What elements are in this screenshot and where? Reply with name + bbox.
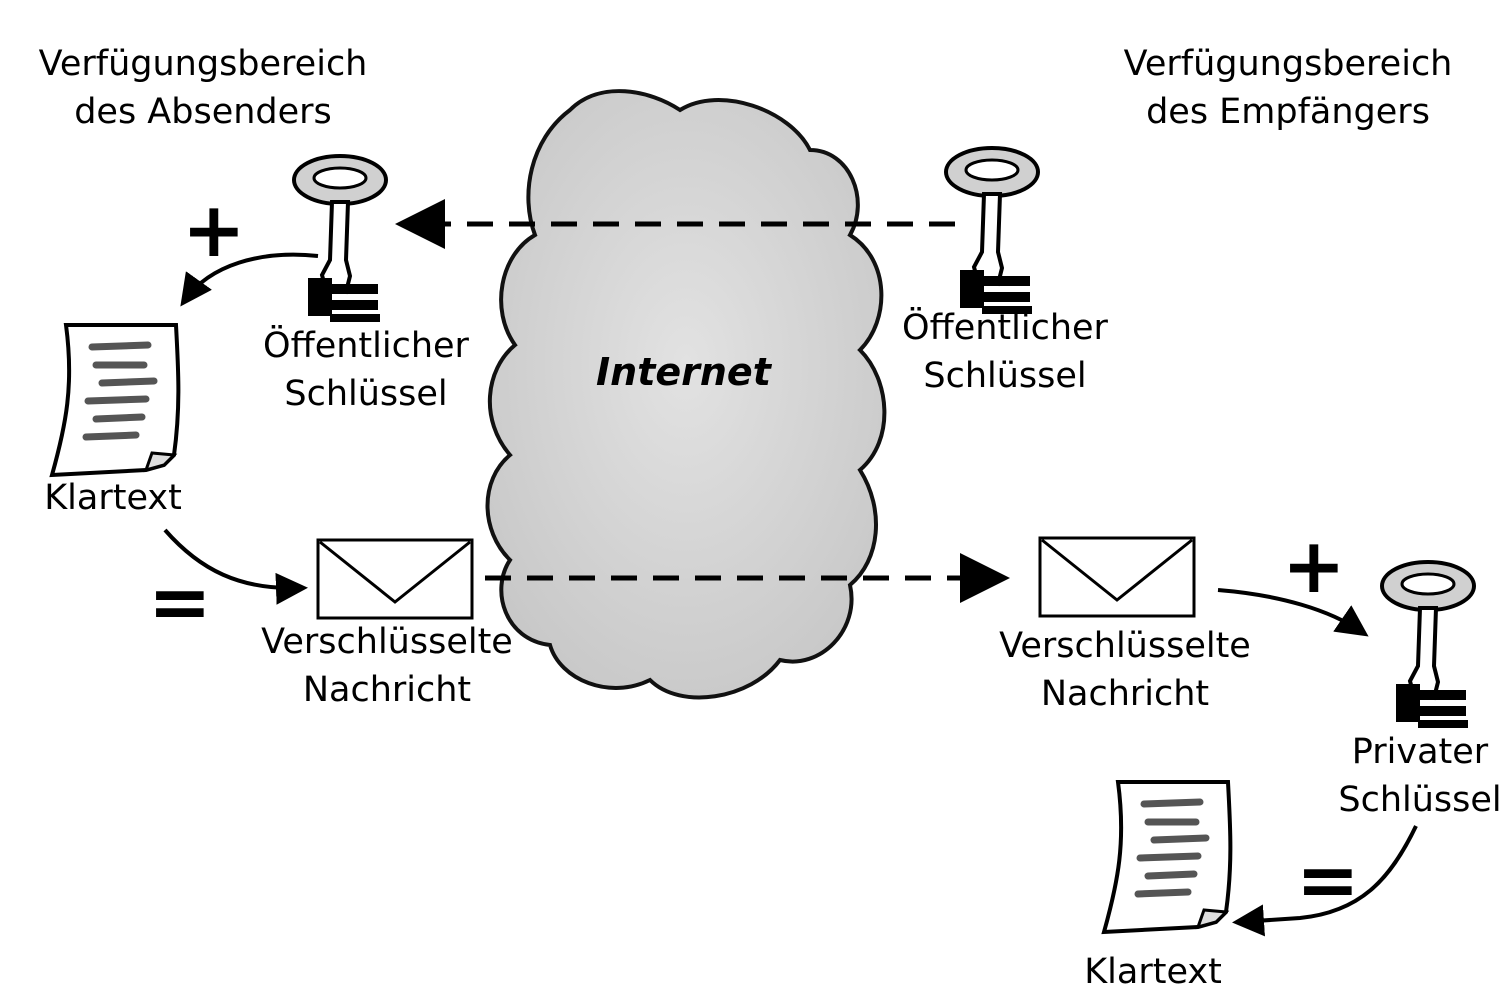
sender-plus-symbol: + xyxy=(182,185,246,274)
recipient-envelope-icon xyxy=(1038,536,1196,618)
plaintext-to-message-arrow xyxy=(163,528,308,605)
recipient-plus-symbol: + xyxy=(1282,521,1346,610)
sender-plaintext-label: Klartext xyxy=(44,478,182,518)
key-to-plaintext-arrow xyxy=(180,252,319,307)
private-key-icon xyxy=(1380,560,1476,730)
recipient-equals-symbol: = xyxy=(1296,835,1360,924)
sender-plaintext-icon xyxy=(52,325,178,475)
internet-cloud-icon xyxy=(485,89,887,700)
recipient-plaintext-label: Klartext xyxy=(1084,952,1222,992)
sender-equals-symbol: = xyxy=(148,557,212,646)
recipient-plaintext-icon xyxy=(1104,782,1230,932)
sender-envelope-icon xyxy=(316,538,474,620)
sender-public-key-icon xyxy=(292,154,388,324)
recipient-public-key-icon xyxy=(944,146,1040,316)
cloud-label: Internet xyxy=(596,350,771,394)
private-key-to-plaintext-arrow xyxy=(1232,825,1418,937)
message-to-private-key-arrow xyxy=(1217,588,1369,637)
